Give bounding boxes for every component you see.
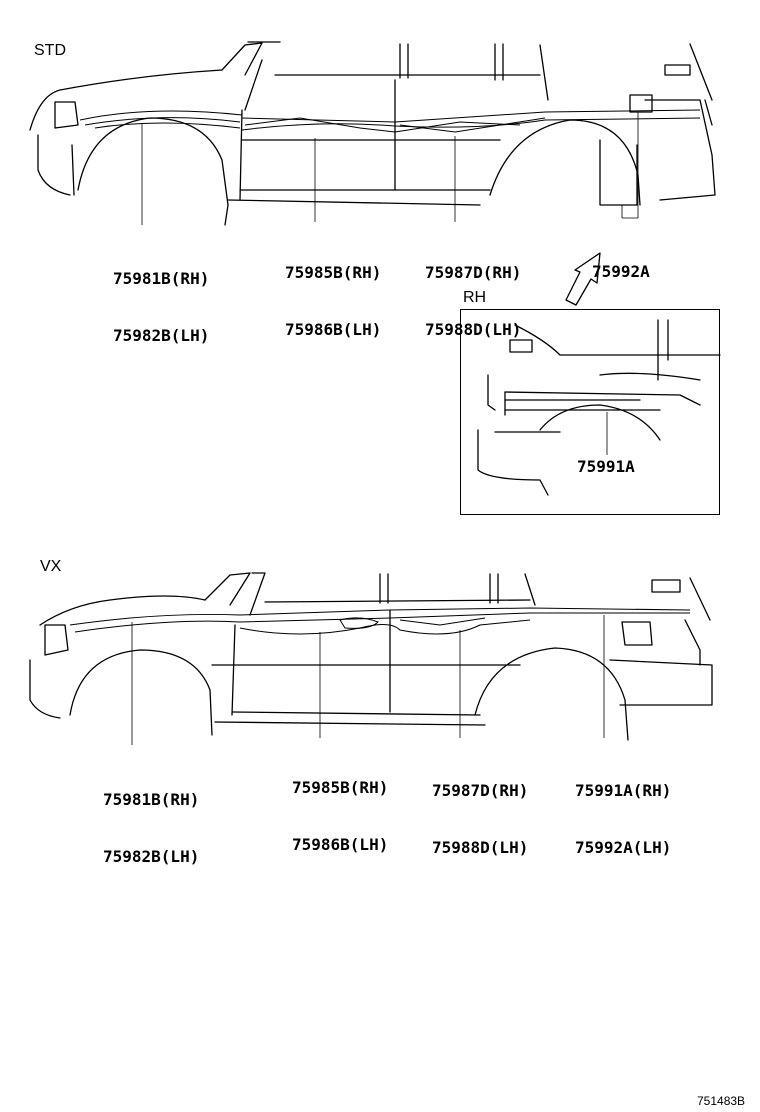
vx-callout-front-fender: 75981B(RH) 75982B(LH) xyxy=(103,752,199,904)
vx-callout-quarter: 75991A(RH) 75992A(LH) xyxy=(575,743,671,895)
vx-callout-front-door: 75985B(RH) 75986B(LH) xyxy=(292,740,388,892)
part-number-rh: 75985B(RH) xyxy=(285,263,382,282)
rh-inset-frame xyxy=(460,309,720,515)
vx-section-label: VX xyxy=(40,558,62,575)
std-callout-front-fender: 75981B(RH) 75982B(LH) xyxy=(113,231,209,383)
diagram-code: 751483B xyxy=(697,1094,746,1108)
rh-inset-drawing xyxy=(477,319,721,496)
std-callout-front-door: 75985B(RH) 75986B(LH) xyxy=(285,225,381,377)
part-number-lh: 75988D(LH) xyxy=(425,320,522,339)
part-number-lh: 75986B(LH) xyxy=(292,835,389,854)
part-number-lh: 75992A(LH) xyxy=(575,838,672,857)
std-callout-rear-door: 75987D(RH) 75988D(LH) xyxy=(425,225,521,377)
std-section-label: STD xyxy=(34,42,66,59)
inset-label: RH xyxy=(463,289,487,306)
part-number-rh: 75985B(RH) xyxy=(292,778,389,797)
std-callout-quarter: 75992A xyxy=(592,224,650,319)
part-number-lh: 75986B(LH) xyxy=(285,320,382,339)
part-number-rh: 75987D(RH) xyxy=(432,781,529,800)
part-number-rh: 75991A(RH) xyxy=(575,781,672,800)
inset-callout: 75991A xyxy=(577,457,635,476)
std-vehicle-drawing xyxy=(29,41,716,306)
part-number-lh: 75988D(LH) xyxy=(432,838,529,857)
part-number: 75992A xyxy=(592,262,650,281)
part-number-rh: 75981B(RH) xyxy=(103,790,200,809)
part-number-lh: 75982B(LH) xyxy=(103,847,200,866)
part-number-rh: 75987D(RH) xyxy=(425,263,522,282)
part-number-lh: 75982B(LH) xyxy=(113,326,210,345)
vx-callout-rear-door: 75987D(RH) 75988D(LH) xyxy=(432,743,528,895)
part-number-rh: 75981B(RH) xyxy=(113,269,210,288)
